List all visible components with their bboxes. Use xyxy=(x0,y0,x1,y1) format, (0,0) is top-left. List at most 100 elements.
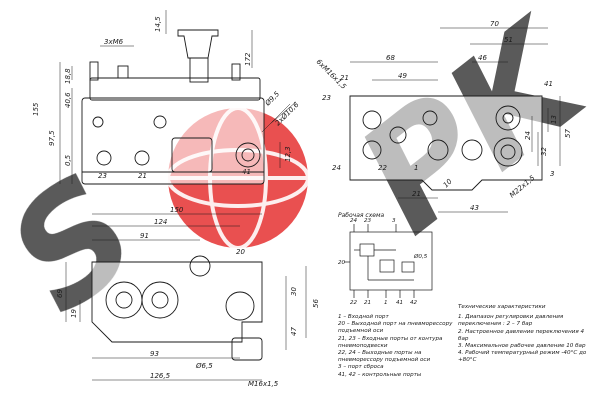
side-port-41 xyxy=(495,105,521,131)
port-circle-a xyxy=(92,116,104,128)
dim-14-5: 14,5 xyxy=(154,16,162,32)
dim-0-5: 0,5 xyxy=(64,154,72,166)
bottom-bore-1-inner xyxy=(115,291,133,309)
label-3: 3 xyxy=(550,170,554,178)
bolt-mid xyxy=(117,65,129,79)
bottom-body xyxy=(91,261,263,343)
schema-label-41: 41 xyxy=(396,300,403,306)
dim-49: 49 xyxy=(398,72,407,80)
schema-label-42: 42 xyxy=(410,300,418,306)
dim-126-5: 126,5 xyxy=(150,372,171,380)
dim-70: 70 xyxy=(490,20,499,28)
bottom-fitting xyxy=(231,337,263,361)
dim-150: 150 xyxy=(170,206,184,214)
dim-172: 172 xyxy=(244,52,252,66)
dim-30: 30 xyxy=(290,287,298,296)
schema-valve-1 xyxy=(359,243,375,257)
dim-43: 43 xyxy=(470,204,479,212)
label-22: 22 xyxy=(378,164,387,172)
dim-97-5: 97,5 xyxy=(48,130,56,146)
port-41-inner xyxy=(241,148,255,162)
dim-32: 32 xyxy=(540,147,548,156)
bottom-bore-3 xyxy=(225,291,255,321)
port-legend-item: 1 – Входной порт xyxy=(338,314,389,320)
dim-69: 69 xyxy=(56,289,64,298)
schema-frame xyxy=(349,231,433,291)
port-legend-item: 20 – Выходной порт на пневморессору подъ… xyxy=(338,321,453,335)
schema-label-23: 23 xyxy=(364,218,372,224)
dim-51: 51 xyxy=(504,36,513,44)
dim-40-6: 40,6 xyxy=(64,92,72,108)
front-body xyxy=(81,97,265,185)
port-circle-b xyxy=(153,115,167,129)
side-port-41-inner xyxy=(502,112,514,124)
side-port-3-inner xyxy=(500,144,516,160)
port-legend: 1 – Входной порт 20 – Выходной порт на п… xyxy=(338,314,456,379)
schema-label-24: 24 xyxy=(350,218,358,224)
bottom-bore-2-inner xyxy=(151,291,169,309)
dim-21-side: 21 xyxy=(412,190,421,198)
side-view xyxy=(349,27,561,213)
dim-18-8: 18,8 xyxy=(64,68,72,84)
dim-68: 68 xyxy=(386,54,395,62)
dim-thread-m16: М16х1,5 xyxy=(248,380,279,388)
schema-label-3: 3 xyxy=(392,218,396,224)
schema-label-d0-5: Ø0,5 xyxy=(413,253,428,260)
port-label-21: 21 xyxy=(138,172,147,180)
schema-valve-2 xyxy=(379,259,395,273)
dim-2xd10-6: 2xØ10,6 xyxy=(274,100,301,127)
bolt-left xyxy=(89,61,99,81)
port-legend-item: 3 – порт сброса xyxy=(338,364,384,371)
dim-d9-5: Ø9,5 xyxy=(263,90,282,109)
bottom-bore-4 xyxy=(189,255,211,277)
dim-12-3: 12,3 xyxy=(284,146,292,162)
side-port-3 xyxy=(493,137,523,167)
tech-specs: Технические характеристики 1. Диапазон р… xyxy=(458,304,596,365)
dim-20: 20 xyxy=(236,248,245,256)
front-top-block xyxy=(89,77,261,101)
label-23: 23 xyxy=(322,94,331,102)
schema-title: Рабочая схема xyxy=(338,212,385,219)
dim-91: 91 xyxy=(140,232,149,240)
port-23-circle xyxy=(96,150,112,166)
schema-label-20: 20 xyxy=(338,260,346,266)
bolt-right xyxy=(231,63,241,81)
tech-spec-item: 2. Настроенное давление переключения 4 б… xyxy=(458,328,585,342)
port-label-41: 41 xyxy=(242,168,251,176)
dim-19: 19 xyxy=(70,309,78,318)
port-legend-item: 22, 24 – Выходные порты на пневморессору… xyxy=(338,350,431,364)
dim-d6-5: Ø6,5 xyxy=(195,362,213,370)
tech-specs-title: Технические характеристики xyxy=(458,304,546,310)
dim-47: 47 xyxy=(290,327,298,336)
bottom-view xyxy=(65,213,307,381)
side-port-22 xyxy=(389,126,407,144)
schema-label-1: 1 xyxy=(384,300,388,306)
dim-41: 41 xyxy=(544,80,553,88)
schema-label-21: 21 xyxy=(364,300,371,306)
side-port-1 xyxy=(427,139,449,161)
port-label-23: 23 xyxy=(98,172,107,180)
front-view xyxy=(59,10,297,185)
lever-knob xyxy=(177,29,219,59)
bottom-bore-2 xyxy=(141,281,179,319)
tech-spec-item: 4. Рабочий температурный режим -40°С до … xyxy=(458,350,587,364)
side-port-a xyxy=(422,110,438,126)
schema-diagram xyxy=(344,224,433,298)
side-port-21 xyxy=(362,110,382,130)
dim-155: 155 xyxy=(32,102,40,116)
schema-label-22: 22 xyxy=(350,300,358,306)
lever-stem xyxy=(189,57,209,83)
side-port-b xyxy=(461,139,483,161)
bottom-view-labels: 150 124 91 20 69 19 30 56 47 93 Ø6,5 126… xyxy=(56,206,320,388)
port-41-circle xyxy=(235,142,261,168)
dim-56: 56 xyxy=(312,299,320,308)
dim-93: 93 xyxy=(150,350,159,358)
dim-124: 124 xyxy=(154,218,167,226)
schema-labels: 24 23 3 20 Ø0,5 22 21 1 41 42 xyxy=(338,218,428,306)
label-24: 24 xyxy=(332,164,341,172)
port-legend-item: 21, 23 – Входные порты от контура пневмо… xyxy=(338,335,443,349)
port-legend-item: 41, 42 – контрольные порты xyxy=(338,371,422,378)
tech-spec-item: 3. Максимальное рабочее давление 10 бар xyxy=(458,343,586,350)
